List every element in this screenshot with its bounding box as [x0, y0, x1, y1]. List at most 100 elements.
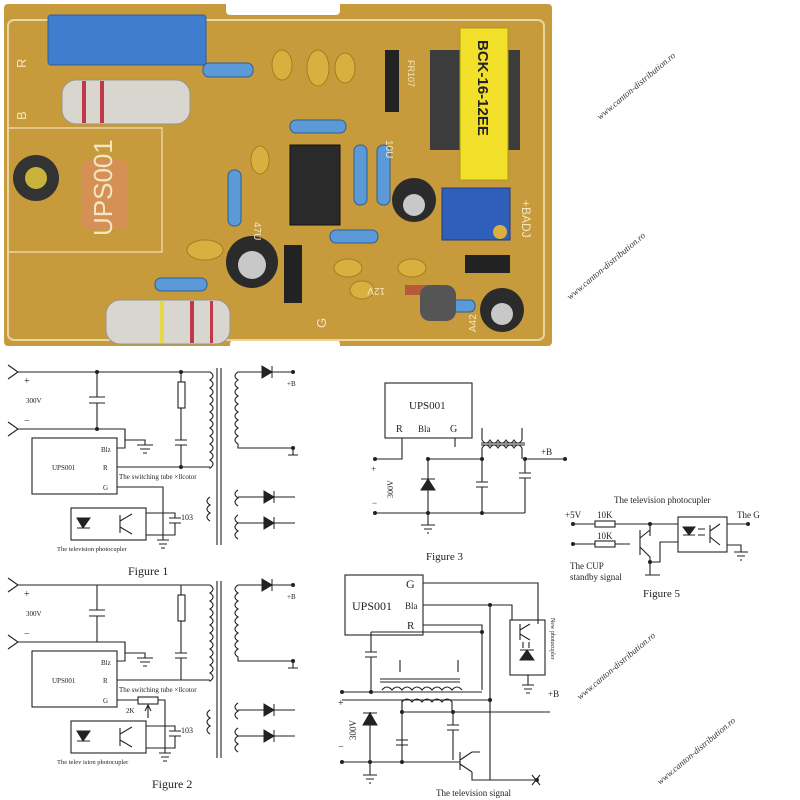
input-voltage: 300V — [26, 610, 42, 618]
photocoupler-label: The telev ision photocupler — [57, 759, 129, 766]
signal-label: The television signal — [436, 788, 511, 798]
figure-caption: Figure 2 — [152, 777, 192, 791]
pcb-silk: A42 — [468, 314, 479, 332]
ic-name: UPS001 — [352, 599, 392, 613]
watermark: www.canton-distribution.ro — [595, 50, 678, 122]
output-label: +B — [548, 689, 559, 699]
pin-label: R — [103, 464, 108, 472]
pcb-photo: UPS001 B R G — [4, 0, 552, 352]
ups001-block — [31, 650, 118, 708]
blue-capacitor — [47, 14, 207, 66]
board-notch-bottom — [230, 340, 340, 352]
figure-1: + − 300V UPS001 Blz R G The switching tu… — [7, 364, 298, 578]
output-label: +B — [287, 380, 296, 388]
cap-value: 103 — [181, 513, 193, 522]
cap-value: 103 — [181, 726, 193, 735]
zener-diode — [405, 285, 435, 295]
plus-label: + — [338, 698, 344, 709]
pcb-pin-label: G — [314, 318, 329, 328]
collector-label: The switching tube ×llcotor — [119, 686, 197, 694]
minus-label: − — [372, 498, 377, 508]
figure-2: + − 300V UPS001 Blz R G The switching tu… — [7, 577, 298, 791]
ups001-block — [31, 437, 118, 495]
pot-value: 2K — [126, 707, 135, 715]
input-voltage: 300V — [348, 720, 358, 741]
pin-label: R — [103, 677, 108, 685]
board-notch-top — [226, 0, 340, 15]
pin-label: Blz — [101, 446, 111, 454]
diode — [465, 255, 510, 273]
pcb-silk: 10U — [383, 140, 394, 158]
potentiometer — [137, 696, 159, 705]
watermark: www.canton-distribution.ro — [565, 230, 648, 302]
diode-symbol — [263, 490, 275, 530]
output-label: The G — [737, 510, 760, 520]
figure-3: UPS001 R Bla G +B + − 300V Figure 3 — [371, 382, 567, 563]
minus-label: − — [24, 629, 30, 640]
diode-symbol — [362, 712, 378, 726]
pcb-module-label: UPS001 — [88, 139, 118, 236]
collector-label: The switching tube ×llcotor — [119, 473, 197, 481]
ceramic-capacitors — [186, 49, 427, 300]
ic-name: UPS001 — [52, 464, 76, 472]
output-label: +B — [287, 593, 296, 601]
photocoupler — [70, 507, 147, 541]
input-label: The CUP — [570, 561, 604, 571]
diode-symbol — [420, 478, 436, 491]
minus-label: − — [24, 416, 30, 427]
pcb-pin-label: B — [14, 111, 29, 120]
input-label: standby signal — [570, 572, 622, 582]
resistors — [154, 62, 476, 313]
figure-caption: Figure 5 — [643, 588, 680, 600]
figure-5: The television photocupler +5V 10K 10K T… — [565, 495, 760, 600]
plus-label: + — [24, 376, 30, 387]
diode — [385, 50, 399, 112]
plus-label: + — [371, 464, 376, 474]
photocoupler-label: The television photocupler — [57, 546, 128, 553]
pcb-silk: 12V — [367, 285, 385, 296]
pin-label: Bla — [418, 424, 431, 434]
power-resistor — [105, 299, 231, 345]
figure-caption: Figure 1 — [128, 564, 168, 578]
pin-label: G — [103, 697, 108, 705]
ic-chip — [289, 144, 341, 226]
pin-label: G — [450, 424, 457, 435]
input-voltage: 300V — [26, 397, 42, 405]
watermark: www.canton-distribution.ro — [655, 715, 738, 787]
diode-symbol — [261, 365, 273, 379]
watermark: www.canton-distribution.ro — [575, 630, 658, 702]
resistor-value: 10K — [597, 531, 613, 541]
transformer — [459, 27, 509, 181]
photocoupler — [677, 516, 728, 553]
ic-name: UPS001 — [409, 400, 446, 412]
supply-label: +5V — [565, 510, 582, 520]
ic-name: UPS001 — [52, 677, 76, 685]
transformer-label: BCK-16-12EE — [474, 40, 491, 136]
pcb-silk: 47U — [251, 222, 262, 240]
output-label: +B — [541, 447, 552, 457]
pin-label: R — [407, 620, 415, 632]
power-resistor — [61, 79, 191, 125]
input-voltage: 300V — [386, 480, 395, 498]
pin-label: G — [103, 484, 108, 492]
pcb-silk: +BADJ — [519, 200, 533, 238]
photocoupler-label: New photocupler — [549, 618, 555, 660]
pin-label: R — [396, 424, 403, 435]
diode — [284, 245, 302, 303]
figure5-title: The television photocupler — [614, 495, 710, 505]
plus-label: + — [24, 589, 30, 600]
ups001-block — [384, 382, 473, 439]
resistor-value: 10K — [597, 510, 613, 520]
pin-label: G — [406, 577, 415, 591]
new-photocoupler — [509, 619, 546, 676]
pcb-silk: FR107 — [406, 60, 416, 87]
minus-label: − — [338, 742, 344, 753]
ups001-footprint — [7, 127, 163, 253]
pin-label: Blz — [101, 659, 111, 667]
pcb-pin-label: R — [14, 59, 29, 68]
pin-label: Bla — [405, 601, 418, 611]
figure-4: G UPS001 Bla R New photocupler +B + − 30… — [338, 574, 559, 798]
photocoupler — [70, 720, 147, 754]
transistor — [420, 285, 456, 321]
